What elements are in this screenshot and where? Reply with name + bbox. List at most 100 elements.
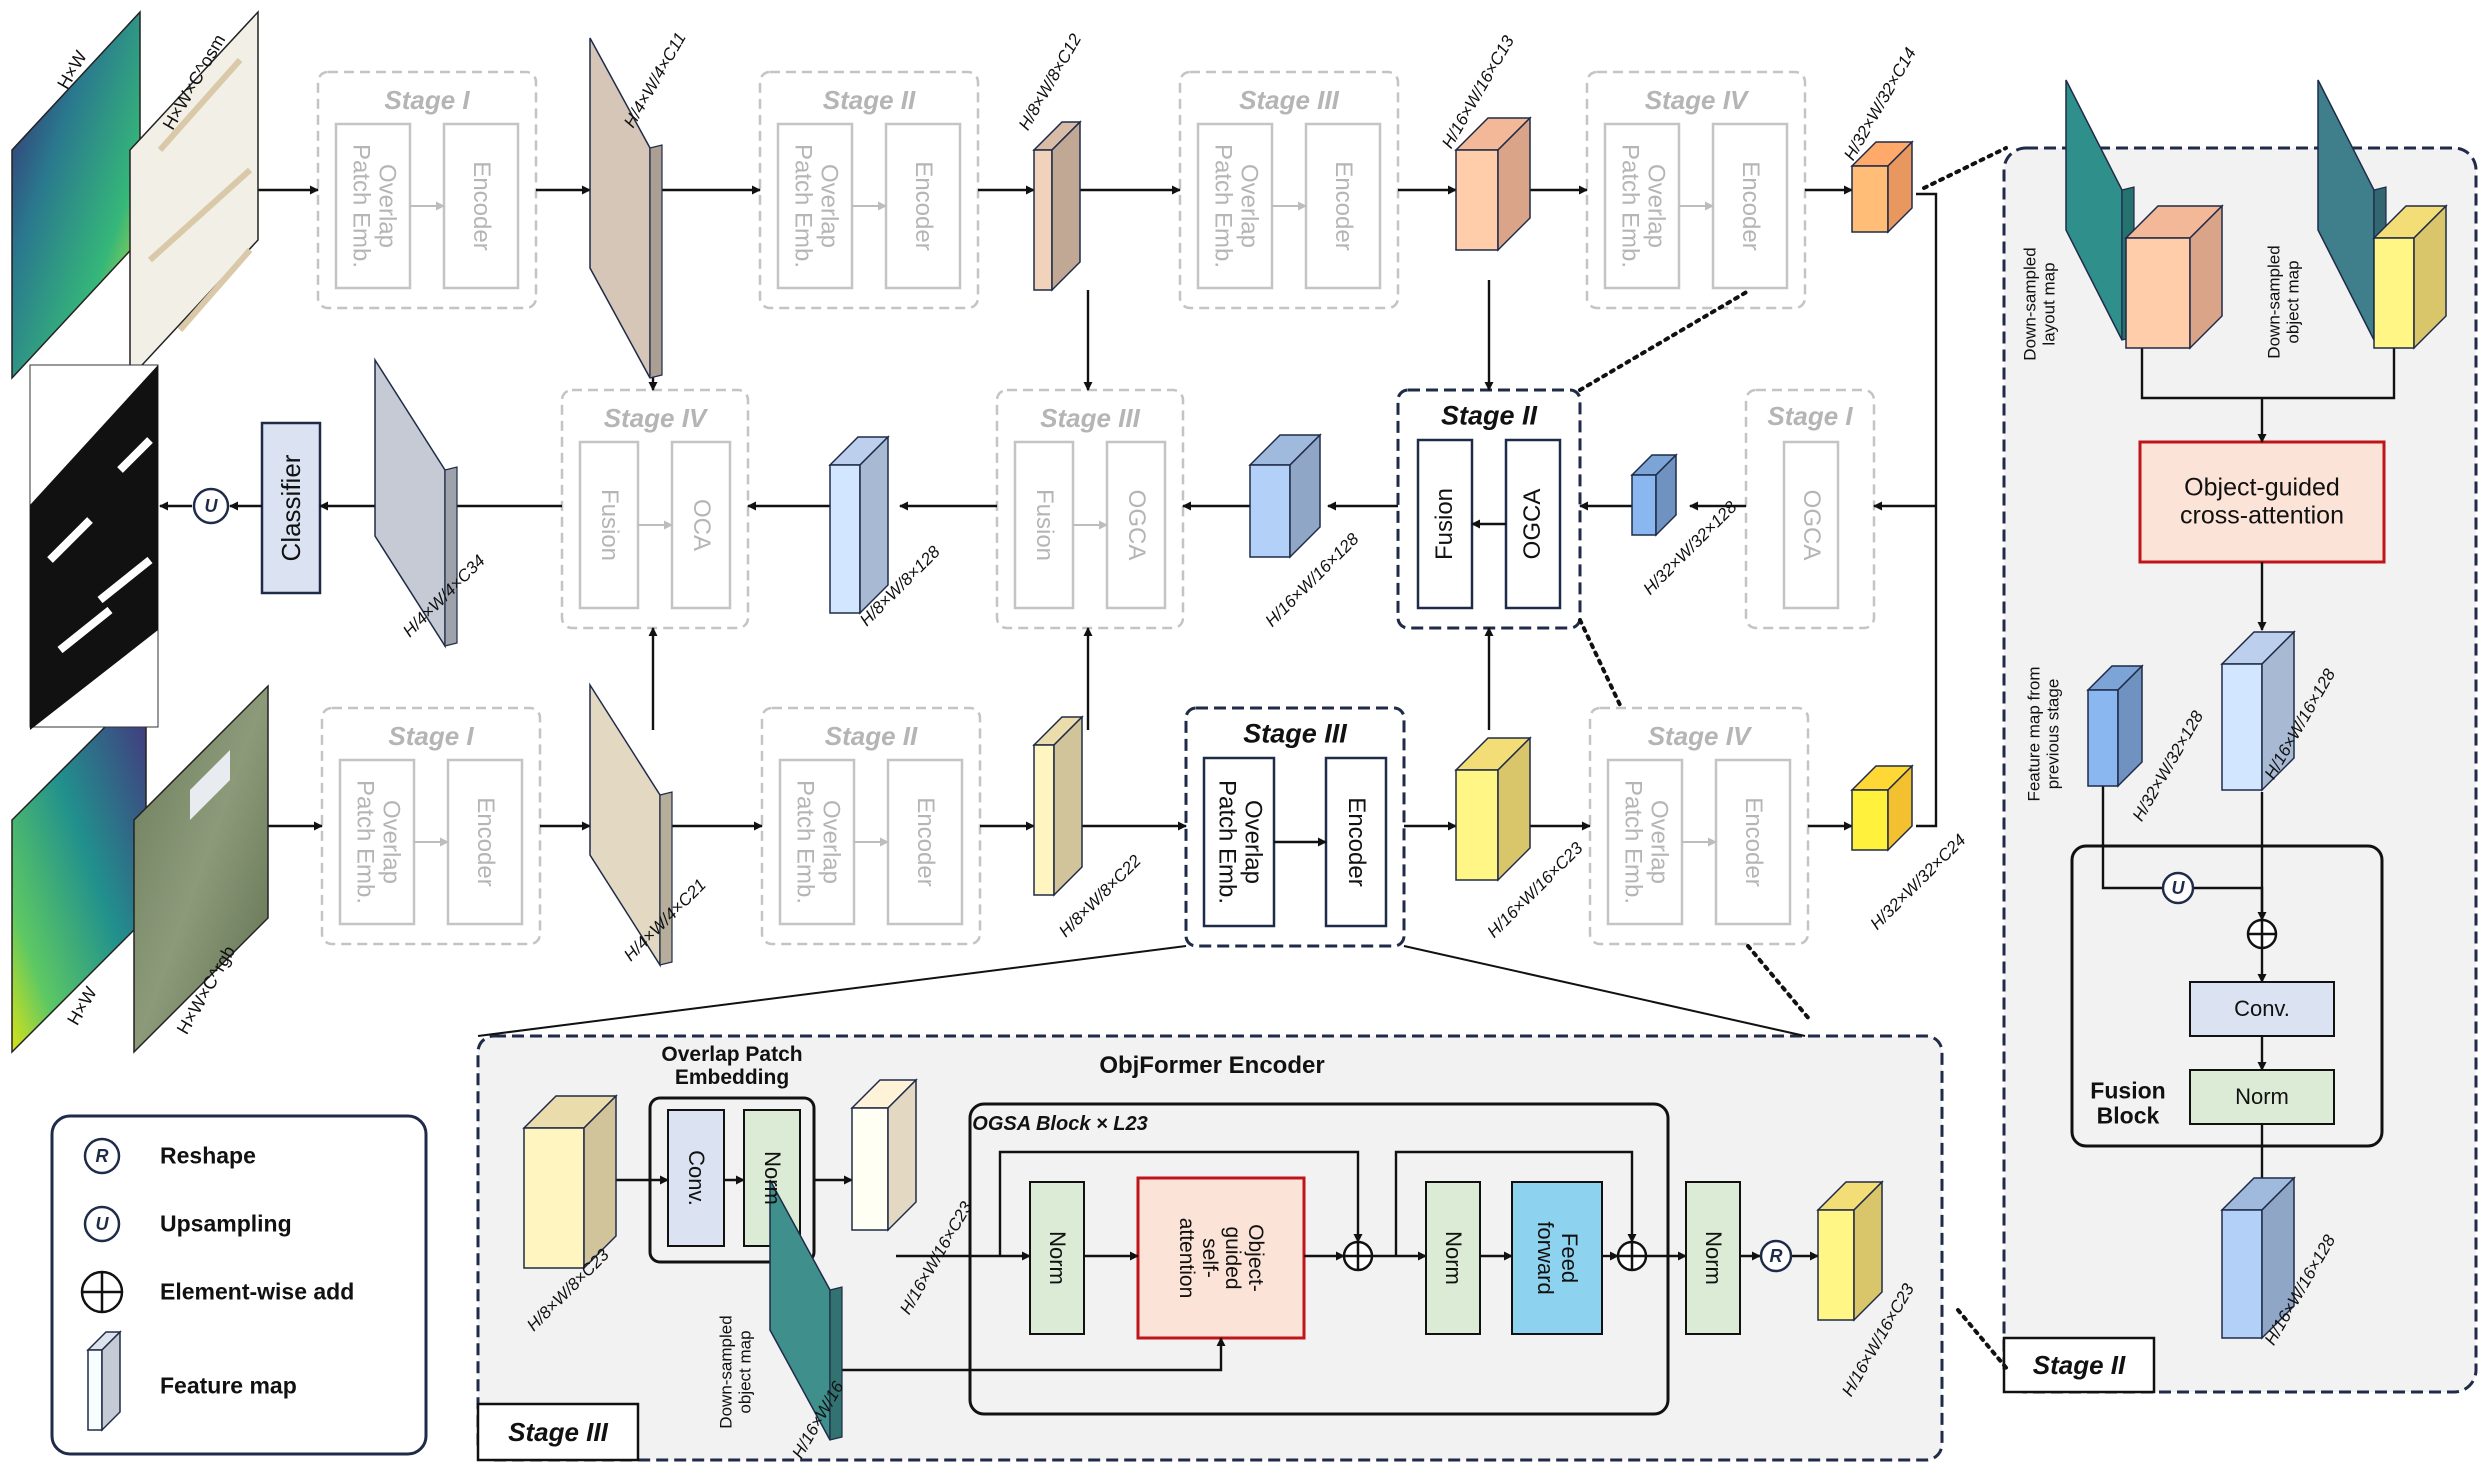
decoder-stage-4-title: Stage IV bbox=[603, 403, 707, 433]
enc-in-dims: H/8×W/8×C23 bbox=[523, 1245, 613, 1335]
enc-object-label: Down-sampled object map bbox=[716, 1315, 754, 1429]
top-stage-4-module-b-label: Encoder bbox=[1737, 161, 1764, 251]
decoder-stage-2-fusion-label: Fusion bbox=[1431, 487, 1458, 561]
ope-title: Overlap Patch Embedding bbox=[661, 1042, 803, 1089]
dec-attn-feature bbox=[2220, 630, 2296, 792]
add-icon-cross bbox=[1344, 1242, 1372, 1270]
top-feature-3 bbox=[1454, 116, 1532, 252]
legend-feature-label: Feature map bbox=[160, 1372, 297, 1399]
mid-feature-2 bbox=[828, 435, 890, 615]
ogsa-frame bbox=[968, 1102, 1670, 1416]
legend-upsample-icon-letter: U bbox=[96, 1214, 110, 1234]
legend-frame bbox=[50, 1114, 428, 1456]
bot2-dims: H/8×W/8×C22 bbox=[1055, 851, 1145, 941]
ogsa-attention-label: Object- guided self- attention bbox=[1174, 1217, 1268, 1299]
bottom-stage-3-ope-label: Overlap Patch Emb. bbox=[1213, 779, 1267, 905]
top-feature-2 bbox=[1032, 120, 1082, 292]
add-icon-cross bbox=[82, 1272, 122, 1312]
obj-guide-arrow bbox=[830, 1337, 1226, 1372]
bottom-feature-1 bbox=[589, 682, 673, 968]
bottom-stage-4-module-b-label: Encoder bbox=[1740, 797, 1767, 887]
osm-dims-label: H×W×C^osm bbox=[158, 30, 230, 134]
dec-conv-label: Conv. bbox=[2234, 996, 2290, 1021]
top3-dims: H/16×W/16×C13 bbox=[1438, 32, 1518, 152]
reshape-icon-letter: R bbox=[1770, 1246, 1783, 1266]
enc-mid-feature bbox=[850, 1078, 918, 1232]
decoder-stage-2-title: Stage II bbox=[1440, 400, 1538, 431]
mid1-dims: H/4×W/4×C34 bbox=[399, 551, 489, 641]
decoder-stage-4-module-a-label: Fusion bbox=[596, 488, 624, 562]
bottom-stage-3-frame bbox=[1184, 706, 1406, 948]
ogsa-norm-2 bbox=[1425, 1181, 1481, 1335]
top-stage-2-title: Stage II bbox=[822, 85, 916, 115]
top2-dims: H/8×W/8×C12 bbox=[1014, 30, 1086, 134]
dec-object-label: Down-sampled object map bbox=[2264, 245, 2302, 359]
bot3-dims: H/16×W/16×C23 bbox=[1483, 838, 1587, 942]
enc-final-norm bbox=[1685, 1181, 1741, 1335]
zoom-encoder-left bbox=[477, 945, 1187, 1037]
enc-out-feature bbox=[1816, 1180, 1884, 1322]
mid-feature-1 bbox=[374, 357, 458, 649]
mid4-dims: H/32×W/32×128 bbox=[1639, 497, 1741, 599]
skip-1 bbox=[998, 1150, 1363, 1256]
legend-upsample-icon bbox=[83, 1205, 121, 1243]
ogsa-ff-label: Feed forward bbox=[1533, 1221, 1583, 1295]
decoder-stage-2-ogca-label: OGCA bbox=[1519, 488, 1546, 560]
bottom-feature-3 bbox=[1454, 736, 1532, 882]
ogsa-block-title: OGSA Block × L23 bbox=[972, 1113, 1148, 1135]
encoder-detail-tag: Stage III bbox=[508, 1417, 608, 1447]
bottom-stage-4-module-a-label: Overlap Patch Emb. bbox=[1619, 779, 1673, 905]
dec-layout-label: Down-sampled layout map bbox=[2020, 247, 2058, 361]
top-stage-3-module-b-label: Encoder bbox=[1330, 161, 1357, 251]
top1-dims: H/4×W/4×C11 bbox=[620, 29, 690, 131]
ogsa-feedforward bbox=[1511, 1181, 1603, 1335]
ogsa-norm-1 bbox=[1029, 1181, 1085, 1335]
top-stage-2-module-a-label: Overlap Patch Emb. bbox=[789, 143, 843, 269]
dec-merge-line bbox=[2140, 348, 2396, 400]
dec-upsample-icon-letter: U bbox=[2172, 878, 2186, 898]
top-stage-1-module-b-label: Encoder bbox=[468, 161, 495, 251]
osm-map-image bbox=[129, 10, 259, 380]
dec-ogca-label: Object-guided cross-attention bbox=[2180, 473, 2344, 529]
add-icon-cross bbox=[2248, 920, 2276, 948]
top-feature-4 bbox=[1850, 140, 1914, 234]
zoom-encoder-right bbox=[1403, 945, 1806, 1037]
reshape-icon bbox=[1759, 1239, 1793, 1273]
fusion-block-frame bbox=[2070, 844, 2384, 1148]
bottom-stage-2-module-a-label: Overlap Patch Emb. bbox=[791, 779, 845, 905]
legend-reshape-icon-letter: R bbox=[96, 1146, 109, 1166]
bottom-stage-1-module-a-label: Overlap Patch Emb. bbox=[351, 779, 405, 905]
decoder-stage-3-module-b-label: OGCA bbox=[1123, 489, 1150, 561]
mid-feature-4 bbox=[1630, 453, 1678, 537]
decoder-stage-1-title: Stage I bbox=[1767, 401, 1853, 431]
upsample-icon bbox=[192, 487, 230, 525]
bottom-stage-1-title: Stage I bbox=[388, 721, 474, 751]
top-stage-1-title: Stage I bbox=[384, 85, 470, 115]
dec-attn-dims: H/16×W/16×128 bbox=[2260, 665, 2340, 783]
dec-object-feature bbox=[2372, 204, 2448, 350]
enc-final-norm-label: Norm bbox=[1701, 1231, 1726, 1285]
mid-feature-3 bbox=[1248, 433, 1322, 559]
top-stage-2-module-b-label: Encoder bbox=[910, 161, 937, 251]
ope-conv bbox=[667, 1109, 725, 1247]
decoder-detail-tag-box bbox=[2002, 1336, 2156, 1394]
ogsa-norm-1-label: Norm bbox=[1045, 1231, 1070, 1285]
add-icon-cross bbox=[1618, 1242, 1646, 1270]
decoder-detail-tag: Stage II bbox=[2032, 1350, 2126, 1380]
skip-2 bbox=[1394, 1150, 1637, 1256]
dec-prev-feature bbox=[2086, 664, 2144, 788]
osm-roads bbox=[147, 58, 253, 332]
top-stage-4-title: Stage IV bbox=[1644, 85, 1748, 115]
fusion-block-label: Fusion Block bbox=[2090, 1077, 2166, 1129]
zoom-decoder-b bbox=[1578, 618, 1622, 707]
zoom-decoder-a bbox=[1578, 288, 1752, 392]
bottom-feature-2 bbox=[1032, 715, 1084, 897]
top-stage-4-module-a-label: Overlap Patch Emb. bbox=[1616, 143, 1670, 269]
upsample-icon-letter: U bbox=[205, 496, 219, 516]
rgb-dims-label: H×W×C^rgb bbox=[172, 942, 240, 1038]
aerial-image bbox=[133, 684, 269, 1054]
aerial-building bbox=[190, 750, 230, 820]
